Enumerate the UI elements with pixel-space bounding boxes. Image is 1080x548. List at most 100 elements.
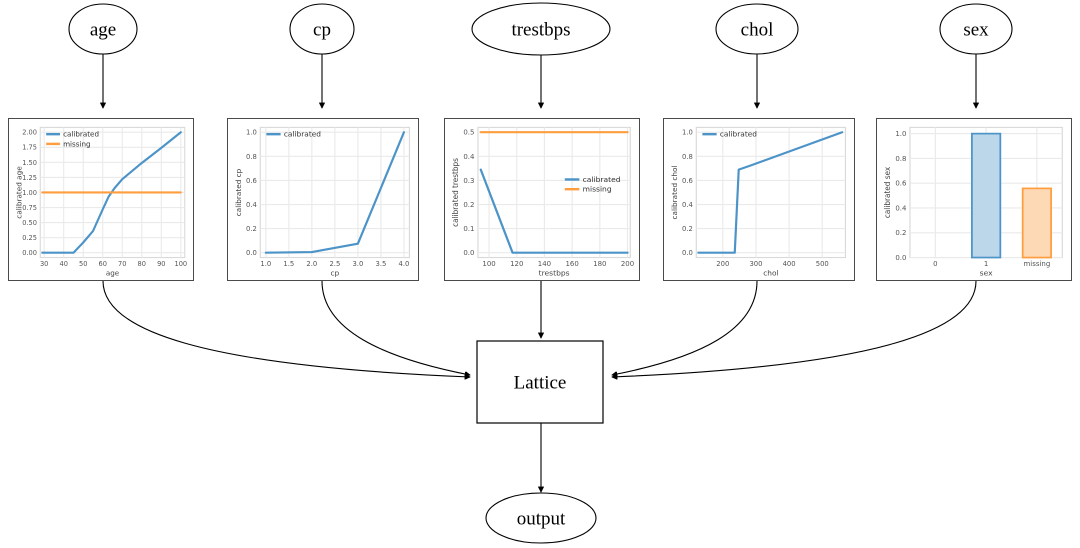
svg-text:calibrated: calibrated [284, 130, 321, 139]
svg-text:0.00: 0.00 [22, 249, 37, 257]
svg-text:1.0: 1.0 [246, 129, 257, 137]
svg-text:missing: missing [583, 185, 612, 194]
node-output[interactable]: output [485, 492, 597, 544]
node-lattice-label: Lattice [514, 373, 567, 394]
svg-text:500: 500 [816, 260, 829, 268]
node-sex-label: sex [963, 20, 989, 41]
node-output-label: output [517, 509, 566, 530]
svg-text:0.25: 0.25 [22, 234, 37, 242]
node-age-label: age [90, 20, 116, 41]
svg-text:140: 140 [538, 260, 551, 268]
svg-text:calibrated trestbps: calibrated trestbps [451, 158, 460, 227]
svg-text:1.50: 1.50 [22, 159, 37, 167]
svg-text:0.6: 0.6 [682, 177, 693, 185]
svg-text:4.0: 4.0 [399, 260, 410, 268]
node-trestbps-label: trestbps [511, 20, 570, 41]
svg-text:2.5: 2.5 [329, 260, 340, 268]
chart-panel-chol[interactable]: 0.0 0.2 0.4 0.6 0.8 1.0 200 300 400 500 chol calibr… [663, 118, 855, 281]
svg-text:90: 90 [157, 260, 165, 268]
chart-chol: 0.0 0.2 0.4 0.6 0.8 1.0 200 300 400 500 chol calibr… [670, 126, 847, 278]
node-chol[interactable]: chol [715, 3, 799, 55]
svg-text:calibrated: calibrated [583, 175, 621, 184]
svg-text:0.75: 0.75 [22, 204, 37, 212]
svg-text:0.0: 0.0 [682, 249, 693, 257]
svg-text:0.4: 0.4 [682, 201, 693, 209]
svg-text:0.8: 0.8 [682, 153, 693, 161]
node-cp[interactable]: cp [289, 3, 355, 55]
svg-text:2.0: 2.0 [306, 260, 317, 268]
svg-text:0.6: 0.6 [895, 180, 906, 188]
svg-text:cp: cp [330, 269, 339, 278]
svg-text:0.3: 0.3 [463, 177, 474, 185]
svg-text:400: 400 [783, 260, 796, 268]
svg-text:1: 1 [984, 260, 988, 268]
svg-text:70: 70 [118, 260, 126, 268]
svg-text:0.0: 0.0 [463, 249, 474, 257]
svg-text:0.4: 0.4 [895, 205, 906, 213]
svg-text:1.0: 1.0 [682, 129, 693, 137]
svg-text:missing: missing [1023, 260, 1050, 268]
svg-text:calibrated cp: calibrated cp [234, 168, 243, 216]
svg-text:0.50: 0.50 [22, 219, 37, 227]
svg-text:0.8: 0.8 [246, 153, 257, 161]
edge-sex-chart-to-lattice [612, 280, 977, 377]
svg-text:0.2: 0.2 [682, 225, 693, 233]
svg-text:100: 100 [482, 260, 495, 268]
svg-text:chol: chol [763, 269, 778, 278]
edge-age-chart-to-lattice [102, 280, 470, 377]
svg-text:sex: sex [980, 269, 994, 278]
svg-text:missing: missing [63, 139, 90, 148]
svg-text:1.5: 1.5 [283, 260, 294, 268]
svg-text:0.5: 0.5 [463, 129, 474, 137]
svg-text:200: 200 [716, 260, 729, 268]
svg-text:180: 180 [593, 260, 606, 268]
svg-text:1.25: 1.25 [22, 174, 37, 182]
svg-text:0.2: 0.2 [895, 229, 906, 237]
svg-text:200: 200 [621, 260, 634, 268]
svg-text:0.8: 0.8 [895, 155, 906, 163]
svg-text:calibrated: calibrated [720, 130, 757, 139]
svg-text:50: 50 [79, 260, 87, 268]
svg-text:0.6: 0.6 [246, 177, 257, 185]
node-cp-label: cp [313, 20, 331, 41]
svg-text:0.0: 0.0 [895, 254, 906, 262]
node-sex[interactable]: sex [939, 3, 1013, 55]
edge-cp-chart-to-lattice [321, 280, 470, 375]
svg-text:0.2: 0.2 [463, 201, 474, 209]
svg-text:0.1: 0.1 [463, 225, 474, 233]
svg-text:1.75: 1.75 [22, 144, 37, 152]
svg-text:100: 100 [174, 260, 187, 268]
svg-text:calibrated: calibrated [63, 130, 99, 139]
svg-text:80: 80 [138, 260, 146, 268]
svg-text:calibrated sex: calibrated sex [883, 166, 892, 218]
svg-text:40: 40 [59, 260, 67, 268]
svg-text:0.4: 0.4 [246, 201, 257, 209]
svg-text:calibrated chol: calibrated chol [670, 165, 679, 219]
node-age[interactable]: age [68, 3, 138, 55]
node-lattice[interactable]: Lattice [476, 340, 604, 424]
svg-text:1.00: 1.00 [22, 189, 37, 197]
svg-text:trestbps: trestbps [539, 269, 570, 278]
svg-text:0.2: 0.2 [246, 225, 257, 233]
node-trestbps[interactable]: trestbps [471, 2, 611, 56]
node-chol-label: chol [741, 20, 774, 41]
svg-text:30: 30 [40, 260, 48, 268]
svg-text:120: 120 [510, 260, 523, 268]
svg-text:300: 300 [749, 260, 762, 268]
svg-text:calibrated age: calibrated age [15, 166, 24, 219]
svg-text:3.5: 3.5 [375, 260, 386, 268]
svg-text:0.4: 0.4 [463, 153, 474, 161]
svg-text:60: 60 [99, 260, 107, 268]
svg-text:0: 0 [933, 260, 937, 268]
svg-text:age: age [106, 268, 120, 277]
